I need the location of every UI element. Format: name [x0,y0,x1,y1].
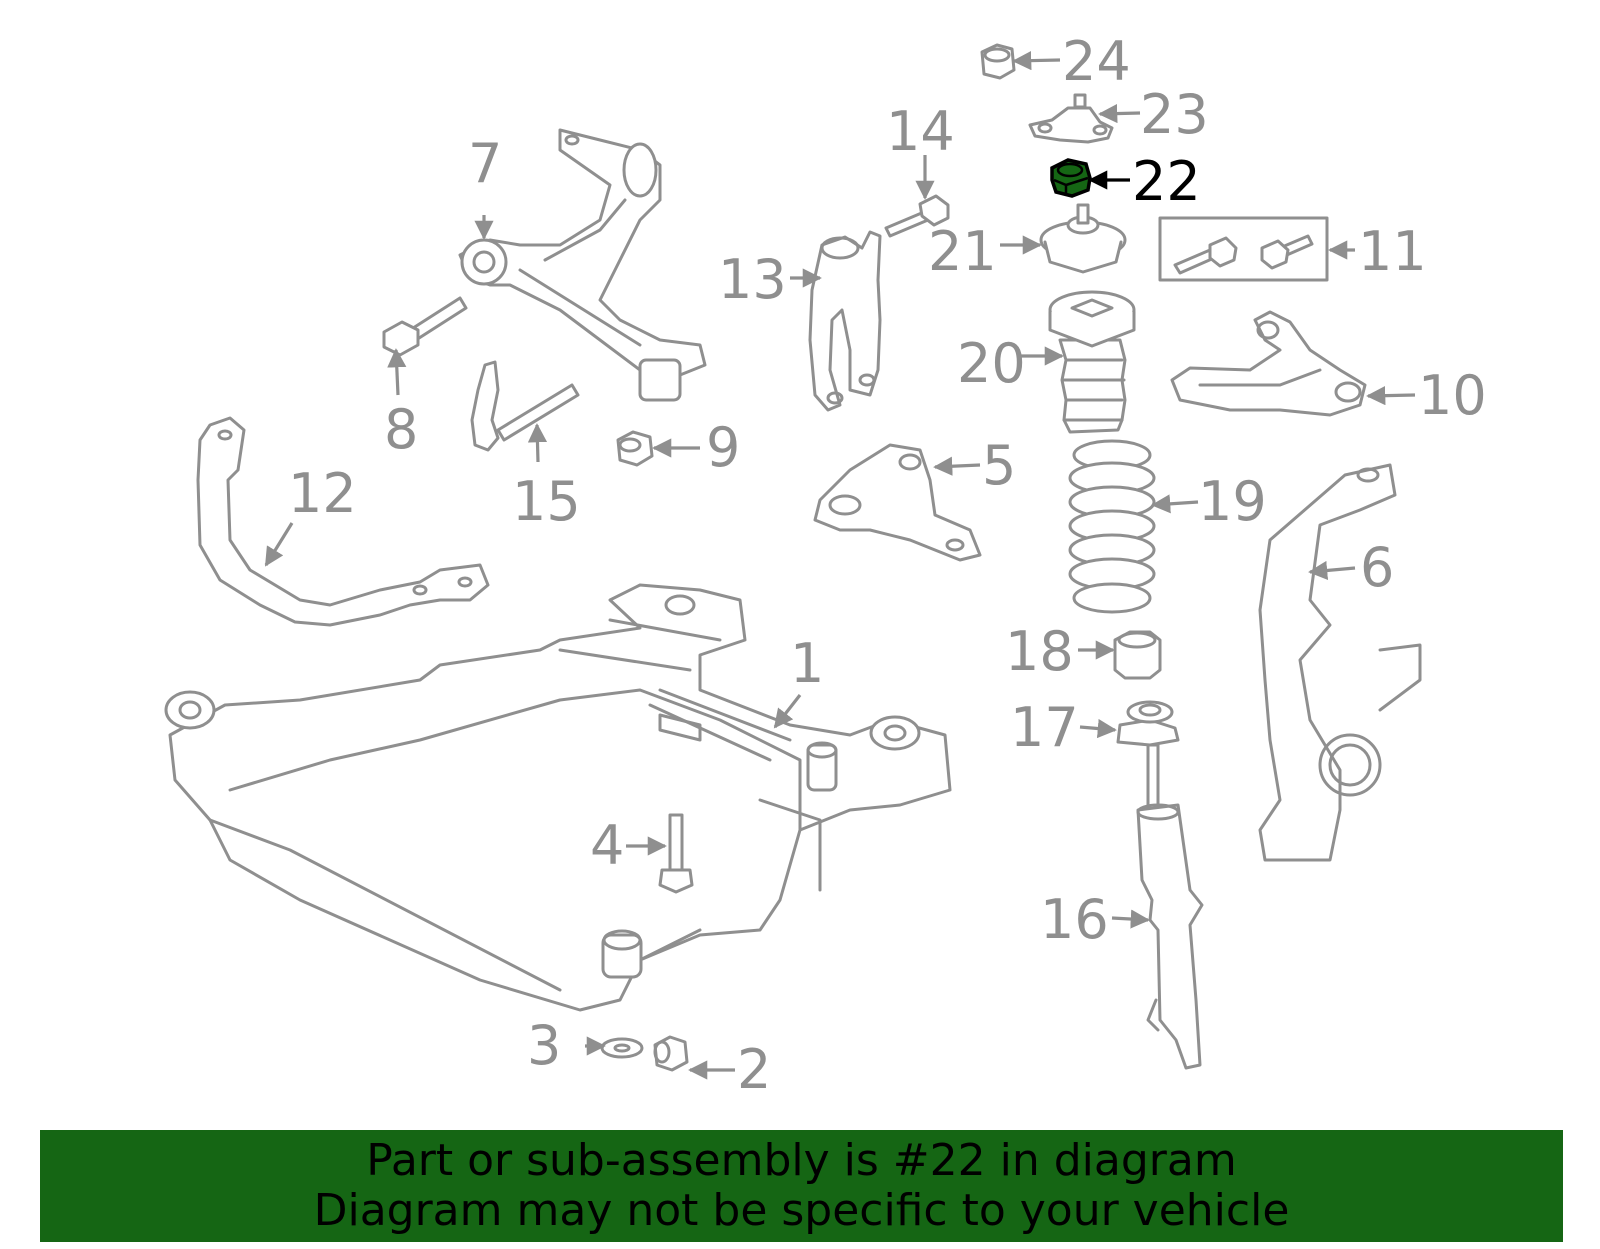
part-10-upper-arm [1170,310,1367,417]
callout-19: 19 [1198,470,1267,533]
part-16-strut [1136,743,1204,1070]
callout-16: 16 [1040,888,1109,951]
callout-7: 7 [468,132,502,195]
part-14-bolt [884,194,950,238]
callout-17: 17 [1010,696,1079,759]
callout-12: 12 [288,462,357,525]
callout-15: 15 [512,470,581,533]
part-18-bump-stop [1113,630,1162,680]
callout-10: 10 [1418,364,1487,427]
callout-2: 2 [737,1038,771,1101]
part-8-bolt [382,296,468,357]
part-7-lower-arm [458,128,707,402]
banner-line-part: Part or sub-assembly is #22 in diagram [366,1135,1237,1186]
callout-22: 22 [1132,150,1201,213]
callout-13: 13 [718,248,787,311]
leader-arrows [264,51,1416,1080]
banner-line-disclaimer: Diagram may not be specific to your vehi… [313,1185,1290,1236]
part-21-mount [1039,203,1127,274]
part-13-fork [808,230,882,412]
part-24-nut [980,43,1016,80]
callout-23: 23 [1140,83,1209,146]
callout-11: 11 [1358,220,1427,283]
part-2-nut [653,1035,689,1072]
part-1-subframe [164,583,952,1012]
callout-3: 3 [527,1014,561,1077]
part-9-nut [616,430,654,467]
part-4-bolt [658,813,694,894]
part-5-bracket [813,443,982,562]
part-11-bolt-kit [1158,216,1329,282]
callout-6: 6 [1360,536,1394,599]
callout-labels: 1 2 3 4 5 6 7 8 9 10 11 12 13 14 15 16 1… [288,30,1487,1101]
part-12-stabilizer-bar [196,416,490,627]
callout-9: 9 [706,416,740,479]
part-20-dust-boot [1048,290,1136,434]
callout-18: 18 [1005,620,1074,683]
callout-20: 20 [957,332,1026,395]
part-22-nut-highlighted [1050,158,1092,198]
parts-diagram: 1 2 3 4 5 6 7 8 9 10 11 12 13 14 15 16 1… [164,30,1487,1101]
callout-4: 4 [590,814,624,877]
callout-24: 24 [1062,30,1131,93]
part-15-link [470,360,580,452]
part-17-seat [1116,700,1180,747]
callout-14: 14 [886,100,955,163]
callout-1: 1 [790,632,824,695]
info-banner: Part or sub-assembly is #22 in diagram D… [40,1130,1563,1242]
part-23-mount-plate [1028,93,1114,144]
callout-21: 21 [928,220,997,283]
part-3-washer [600,1037,644,1059]
part-19-coil-spring [1068,439,1156,614]
callout-8: 8 [384,398,418,461]
callout-5: 5 [982,434,1016,497]
part-6-knuckle [1258,463,1422,862]
